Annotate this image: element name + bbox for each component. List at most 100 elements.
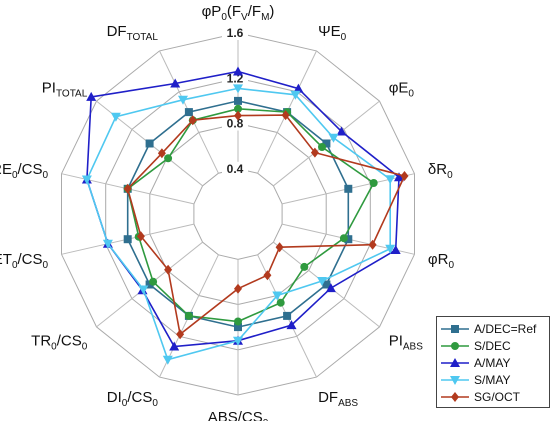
legend-item: S/DEC bbox=[441, 337, 545, 354]
tick-label: 1.6 bbox=[227, 26, 244, 40]
axis-label-DI0_CS0: DI0/CS0 bbox=[107, 389, 159, 409]
axis-label-psiE0: ΨE0 bbox=[318, 23, 347, 43]
tick-label-background bbox=[222, 26, 248, 40]
legend-swatch bbox=[441, 357, 469, 367]
series-s-dec bbox=[123, 104, 378, 326]
data-point bbox=[451, 341, 459, 350]
axis-label-deltaR0: δR0 bbox=[428, 161, 453, 181]
axis-label-DFtotal: DFTOTAL bbox=[107, 23, 159, 43]
data-point bbox=[86, 91, 97, 101]
axis-label-phiE0: φE0 bbox=[389, 79, 415, 99]
tick-label: 0.4 bbox=[227, 162, 244, 176]
data-point bbox=[136, 231, 145, 242]
data-point bbox=[145, 280, 154, 289]
legend-swatch bbox=[441, 391, 469, 402]
data-point bbox=[283, 311, 292, 320]
axis-label-ET0_CS0: ET0/CS0 bbox=[0, 251, 49, 271]
legend-label: SG/OCT bbox=[474, 389, 521, 404]
data-point bbox=[318, 143, 326, 151]
axis-label-DFabs: DFABS bbox=[318, 389, 358, 409]
series-s-may bbox=[81, 84, 396, 365]
tick-label-background bbox=[222, 116, 248, 131]
data-point bbox=[344, 184, 353, 193]
data-point bbox=[102, 239, 113, 249]
data-series bbox=[81, 66, 409, 365]
data-point bbox=[234, 283, 242, 294]
legend-label: S/DEC bbox=[474, 338, 511, 353]
data-point bbox=[310, 147, 319, 158]
data-point bbox=[164, 264, 173, 275]
legend-label: S/MAY bbox=[474, 372, 511, 387]
legend-item: S/MAY bbox=[441, 371, 545, 388]
axis-label-PIabs: PIABS bbox=[389, 333, 424, 353]
data-point bbox=[451, 324, 459, 333]
data-point bbox=[188, 115, 197, 126]
data-point bbox=[368, 239, 377, 250]
axis-label-phiP0: φP0(FV/FM) bbox=[202, 3, 275, 23]
axis-label-TR0_CS0: TR0/CS0 bbox=[31, 333, 88, 353]
data-point bbox=[385, 175, 396, 185]
data-point bbox=[149, 277, 158, 286]
data-point bbox=[81, 175, 92, 185]
data-point bbox=[176, 329, 185, 340]
series-a-dec-ref bbox=[123, 96, 353, 332]
data-point bbox=[233, 336, 243, 346]
data-point bbox=[394, 172, 404, 182]
data-point bbox=[162, 355, 173, 365]
data-point bbox=[400, 171, 409, 181]
data-point bbox=[390, 245, 401, 254]
legend-swatch bbox=[441, 324, 469, 333]
data-point bbox=[123, 183, 132, 194]
data-point bbox=[123, 235, 132, 244]
data-point bbox=[178, 95, 188, 105]
radial-tick-labels: 0.40.81.21.6 bbox=[222, 26, 248, 176]
data-point bbox=[369, 179, 378, 187]
data-point bbox=[451, 391, 459, 402]
data-point bbox=[234, 110, 242, 121]
data-point bbox=[450, 357, 460, 367]
data-point bbox=[290, 90, 301, 100]
axis-label-RE0_CS0: RE0/CS0 bbox=[0, 161, 49, 181]
legend-label: A/DEC=Ref bbox=[474, 321, 537, 336]
axis-label-ABS_CS0: ABS/CS0 bbox=[208, 409, 269, 421]
data-point bbox=[234, 104, 242, 113]
data-point bbox=[300, 262, 309, 271]
data-point bbox=[234, 96, 242, 105]
data-point bbox=[169, 341, 180, 351]
data-point bbox=[170, 78, 181, 88]
axis-label-phiR0: φR0 bbox=[428, 251, 455, 271]
data-point bbox=[344, 235, 353, 244]
data-point bbox=[322, 280, 331, 289]
data-point bbox=[184, 108, 193, 117]
grid-ring bbox=[193, 168, 283, 260]
data-point bbox=[145, 139, 154, 148]
data-point bbox=[276, 298, 285, 307]
data-point bbox=[234, 317, 242, 326]
data-point bbox=[275, 242, 284, 253]
tick-label-background bbox=[222, 161, 248, 176]
tick-label: 0.8 bbox=[227, 117, 244, 131]
legend-label: A/MAY bbox=[474, 355, 511, 370]
data-point bbox=[281, 110, 290, 121]
data-point bbox=[263, 270, 272, 281]
data-point bbox=[233, 84, 243, 94]
data-point bbox=[325, 283, 336, 293]
data-point bbox=[336, 126, 347, 136]
axis-label-PItotal: PITOTAL bbox=[42, 79, 88, 99]
data-point bbox=[272, 291, 283, 301]
legend-item: A/DEC=Ref bbox=[441, 320, 545, 337]
legend-swatch bbox=[441, 341, 469, 350]
data-point bbox=[138, 285, 149, 295]
data-point bbox=[328, 133, 339, 143]
legend-item: A/MAY bbox=[441, 354, 545, 371]
data-point bbox=[164, 154, 173, 163]
data-point bbox=[184, 311, 193, 320]
data-point bbox=[322, 139, 331, 148]
legend-item: SG/OCT bbox=[441, 388, 545, 405]
series-sg-oct bbox=[123, 110, 409, 340]
data-point bbox=[234, 323, 242, 332]
data-point bbox=[339, 234, 348, 243]
